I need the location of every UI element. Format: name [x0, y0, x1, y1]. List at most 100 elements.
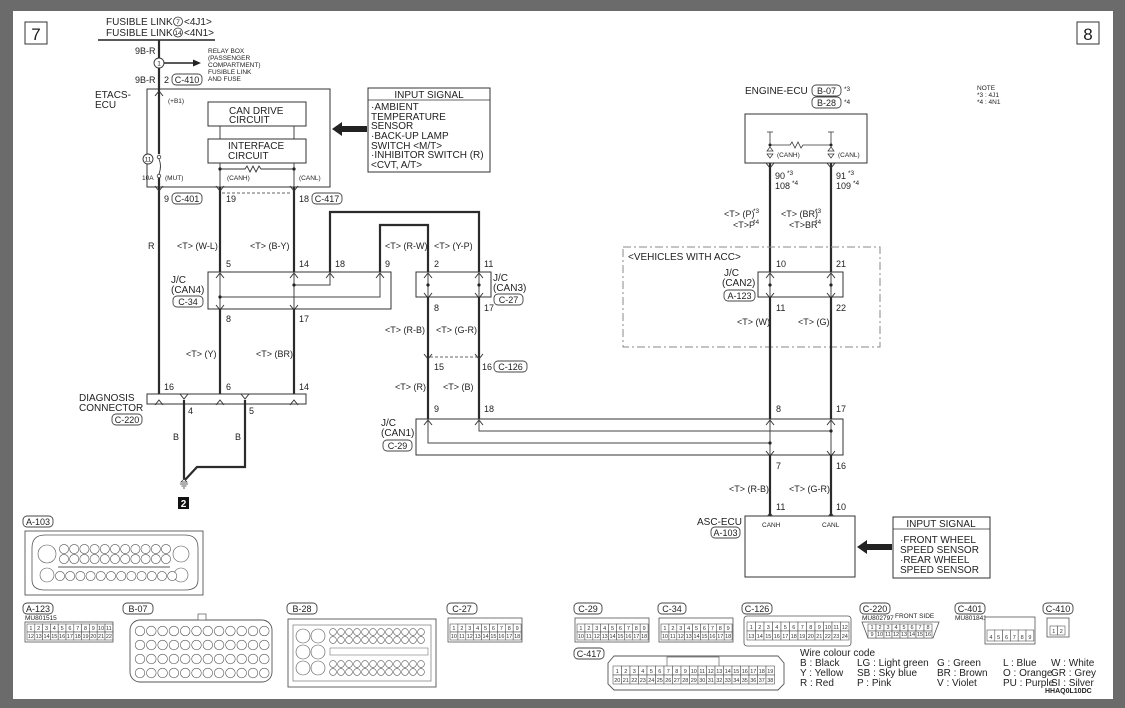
connector-view-tag-c220[interactable]	[859, 602, 891, 615]
connector-view-tag-c34[interactable]	[657, 602, 687, 615]
connector-pin-number: 23	[640, 678, 646, 684]
connector-tag-c410[interactable]	[171, 73, 203, 86]
connector-view-tag-c29[interactable]	[573, 602, 603, 615]
connector-pin	[225, 667, 236, 679]
connector-pin-number: 14	[43, 634, 49, 640]
connector-view-tag-a103[interactable]	[22, 515, 54, 528]
connector-pin-number: 3	[679, 626, 682, 632]
connector-c34-label: C-34	[178, 297, 198, 307]
connector-view-c126-label: C-126	[745, 604, 770, 614]
connector-pin	[236, 667, 247, 679]
connector-pin	[116, 571, 127, 581]
connector-pin	[353, 636, 361, 644]
connector-pin	[923, 630, 933, 639]
connector-view-tag-b28[interactable]	[286, 602, 318, 615]
connector-pin-number: 7	[627, 626, 630, 632]
connector-pin-number: 10	[825, 625, 831, 631]
connector-tag-c401[interactable]	[171, 192, 203, 205]
connector-tag-c126[interactable]	[493, 360, 528, 373]
connector-view-tag-a123[interactable]	[22, 602, 54, 615]
connector-tag-c417[interactable]	[311, 192, 343, 205]
engine-ecu-star3: *3	[844, 86, 851, 93]
connector-view-tag-c27[interactable]	[446, 602, 478, 615]
svg-text:SWITCH <M/T>: SWITCH <M/T>	[371, 141, 442, 152]
connector-view-c401-label: C-401	[958, 604, 983, 614]
wire-color-b-3: <T> (B)	[443, 382, 474, 392]
termination-resistor-icon	[220, 164, 294, 174]
wire-color-p-3: <T> (P)	[724, 209, 755, 219]
wire-color-b-2: B	[235, 432, 241, 442]
connector-pin	[361, 636, 369, 644]
jc-can4-box	[207, 271, 392, 310]
connector-pin-number: 9	[92, 626, 95, 632]
connector-pin	[214, 653, 225, 665]
connector-pin-number: 12	[678, 634, 684, 640]
connector-tag-b28[interactable]	[811, 96, 842, 109]
connector-pin-number: 18	[791, 634, 797, 640]
connector-pin-number: 21	[623, 678, 629, 684]
connector-pin	[329, 660, 337, 668]
connector-pin	[180, 667, 191, 679]
connector-pin	[369, 628, 377, 636]
connector-view-c401-part: MU801841	[955, 615, 987, 622]
wire-color-wl: <T> (W-L)	[177, 241, 218, 251]
connector-pin-number: 16	[498, 634, 504, 640]
connector-pin	[157, 667, 168, 679]
diagnosis-connector-box	[146, 393, 307, 405]
connector-view-tag-b07[interactable]	[122, 602, 154, 615]
drawing-code: HHAQ0L10DC	[1045, 688, 1092, 695]
connector-pin-number: 15	[51, 634, 57, 640]
connector-pin	[337, 636, 345, 644]
svg-text:TEMPERATURE: TEMPERATURE	[371, 112, 446, 123]
connector-view-tag-c410[interactable]	[1042, 602, 1074, 615]
connector-pin	[393, 628, 401, 636]
connector-pin	[765, 674, 775, 685]
jc-can4-name-2: (CAN4)	[171, 285, 204, 296]
svg-text:COMPARTMENT): COMPARTMENT)	[208, 62, 260, 69]
connector-pin	[202, 625, 213, 637]
wire-colour-code-title: Wire colour code	[800, 648, 875, 659]
connector-pin-number: 4	[894, 625, 897, 631]
connector-pin-number: 10	[451, 634, 457, 640]
connector-pin	[89, 554, 100, 564]
connector-pin	[168, 653, 179, 665]
connector-pin-number: 4	[989, 635, 992, 641]
connector-pin-number: 1	[616, 669, 619, 675]
connector-pin-number: 11	[699, 669, 705, 675]
wire-9b-r-2: 9B-R	[135, 75, 156, 85]
connector-pin	[225, 653, 236, 665]
svg-text:SENSOR: SENSOR	[371, 121, 413, 132]
wire-color-rb-1: <T> (R-B)	[385, 325, 425, 335]
connector-pin	[130, 554, 141, 564]
jc-can1-name-2: (CAN1)	[381, 428, 414, 439]
connector-pin-number: 5	[902, 625, 905, 631]
connector-pin-number: 2	[37, 626, 40, 632]
connector-pin-number: 24	[842, 634, 848, 640]
connector-view-tag-c401[interactable]	[954, 602, 986, 615]
connector-tag-a123[interactable]	[723, 289, 756, 302]
connector-view-tag-c126[interactable]	[741, 602, 773, 615]
connector-pin	[361, 628, 369, 636]
connector-tag-c220[interactable]	[111, 413, 143, 426]
connector-pin	[146, 571, 157, 581]
connector-pin	[236, 653, 247, 665]
connector-tag-a103[interactable]	[710, 526, 741, 539]
connector-tag-c27[interactable]	[493, 293, 524, 306]
connector-pin-number: 6	[619, 626, 622, 632]
connector-pin-number: 5	[611, 626, 614, 632]
wire-colour-code-entry: W : White	[1051, 658, 1095, 669]
fuse-num: 11	[145, 157, 152, 164]
connector-tag-c29[interactable]	[382, 439, 413, 452]
asc-ecu-box	[744, 515, 856, 578]
connector-view-c29-label: C-29	[578, 604, 598, 614]
connector-pin-number: 16	[59, 634, 65, 640]
connector-view-tag-c417[interactable]	[573, 647, 605, 660]
connector-pin-number: 27	[674, 678, 680, 684]
connector-pin-number: 18	[759, 669, 765, 675]
connector-pin	[180, 639, 191, 651]
connector-pin-number: 2	[624, 669, 627, 675]
svg-text:·INHIBITOR SWITCH (R): ·INHIBITOR SWITCH (R)	[371, 150, 484, 161]
jc-can3-pin-8: 8	[434, 303, 439, 313]
connector-tag-b07[interactable]	[811, 84, 842, 97]
connector-tag-c34[interactable]	[172, 295, 204, 308]
